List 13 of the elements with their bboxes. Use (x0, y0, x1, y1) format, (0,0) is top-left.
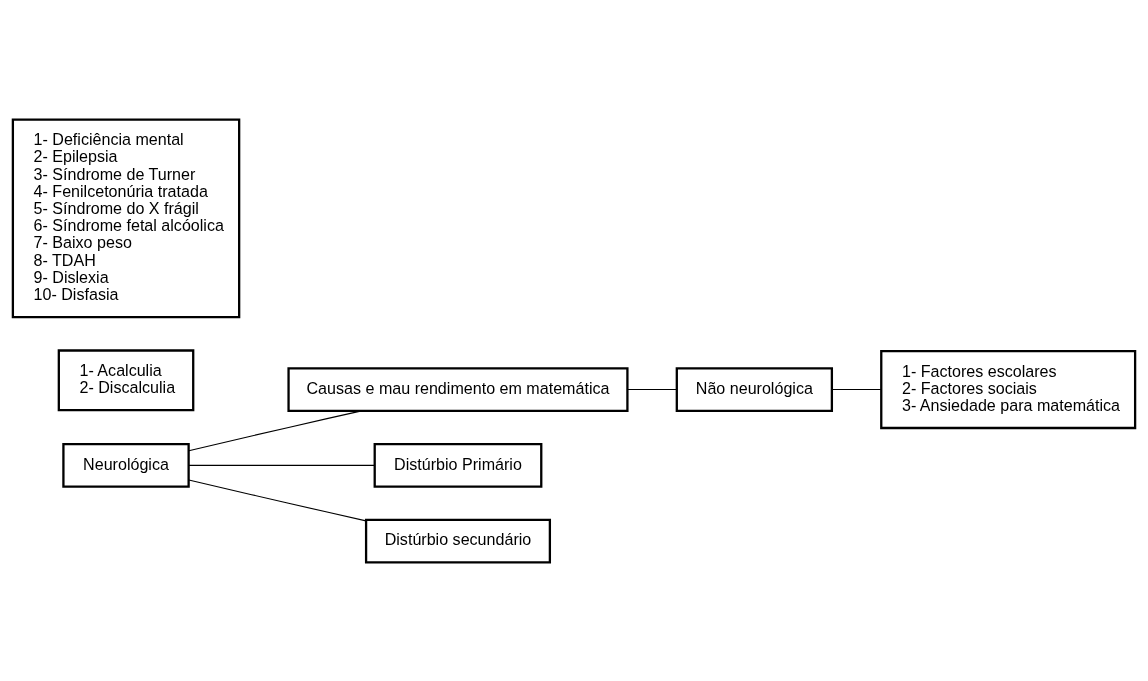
node-box: 1- Deficiência mental 2- Epilepsia 3- Síndrome de Turner 4- Fenilcetonúria tratada 5- Síndrome do X frágil 6- Síndrome fetal alcóolica 7- Baixo peso 8- TDAH 9- Dislexia 10- Disfasia (11, 117, 241, 318)
connector (188, 478, 367, 521)
node-box: Distúrbio Primário (373, 442, 543, 488)
node-box: Neurológica (62, 442, 190, 488)
node-box: 1- Acalculia 2- Discalculia (57, 348, 195, 411)
node-box: Causas e mau rendimento em matemática (287, 366, 629, 412)
node-box: 1- Factores escolares 2- Factores sociais 3- Ansiedade para matemática (880, 349, 1137, 429)
connector (627, 388, 678, 390)
connector (831, 388, 882, 390)
connector (188, 464, 376, 466)
node-box: Não neurológica (675, 366, 834, 412)
connector (188, 409, 363, 451)
node-box: Distúrbio secundário (364, 518, 552, 564)
